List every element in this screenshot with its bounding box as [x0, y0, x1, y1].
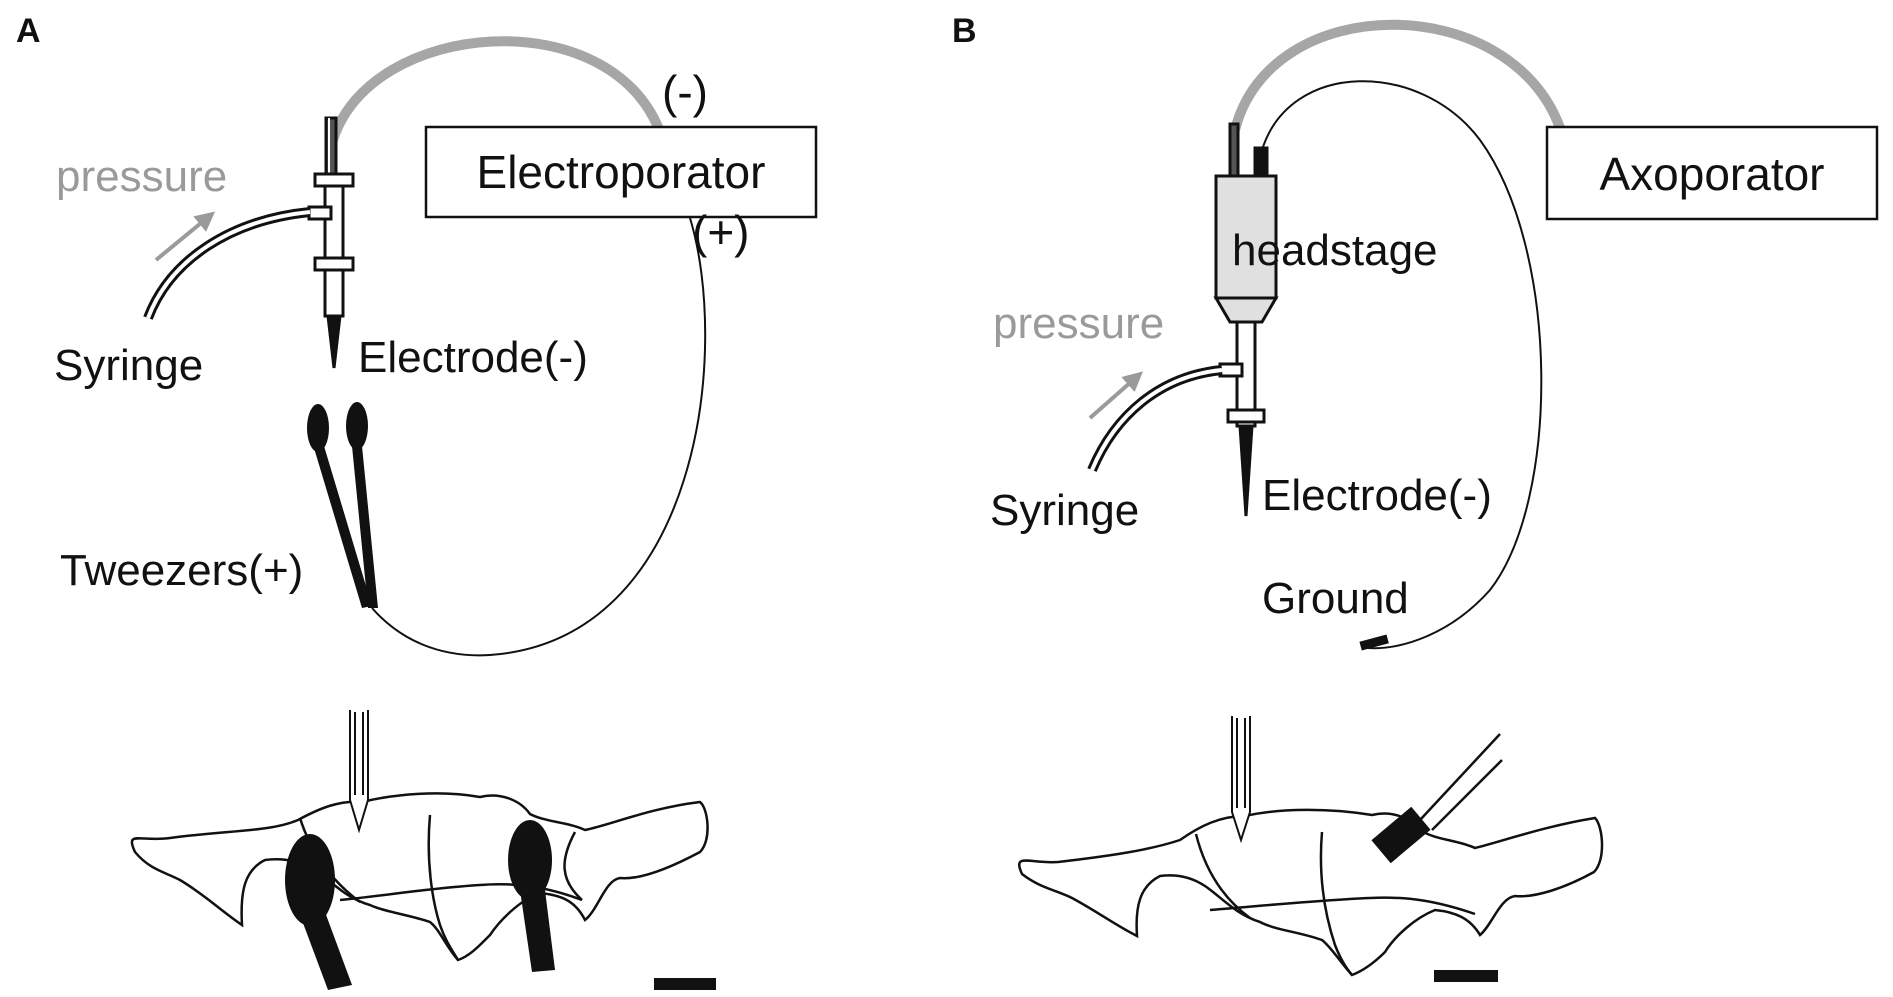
syringe-tubing-b	[1087, 365, 1223, 472]
tweezers-label: Tweezers(+)	[60, 546, 303, 595]
negative-polarity-label: (-)	[662, 66, 708, 118]
panel-a-letter: A	[16, 12, 41, 50]
ground-electrode-icon	[1359, 634, 1389, 651]
headstage-label: headstage	[1232, 226, 1438, 275]
ground-wire-on-section	[1371, 733, 1503, 864]
electroporator-box	[424, 125, 818, 219]
negative-cable	[328, 36, 665, 142]
panel-a: A Electroporator (-) (+) Electrode(-) pr…	[16, 12, 818, 990]
tweezers-icon	[307, 402, 378, 608]
pressure-label-b: pressure	[993, 299, 1164, 348]
positive-lead-wire	[371, 217, 707, 657]
electrode-label-b: Electrode(-)	[1262, 471, 1492, 520]
axoporator-box	[1545, 125, 1879, 221]
scale-bar-b	[1434, 970, 1498, 982]
pressure-label: pressure	[56, 152, 227, 201]
positive-polarity-label: (+)	[692, 206, 750, 258]
ground-wire	[1261, 80, 1543, 650]
headstage-cable	[1230, 19, 1565, 132]
pressure-arrow	[154, 211, 216, 262]
brain-section-b	[1018, 808, 1604, 977]
micropipette-tip-b	[1231, 716, 1251, 844]
pressure-arrow-b	[1088, 371, 1144, 420]
syringe-tubing	[143, 207, 311, 320]
electrode-label: Electrode(-)	[358, 333, 588, 382]
tweezer-tips-on-section	[285, 820, 555, 990]
brain-section-a	[130, 792, 709, 962]
syringe-label-b: Syringe	[990, 486, 1139, 535]
micropipette-tip-a	[349, 710, 369, 834]
panel-b-letter: B	[952, 12, 977, 50]
ground-label: Ground	[1262, 574, 1409, 623]
electroporator-label: Electroporator	[477, 146, 766, 198]
electrode-holder	[307, 116, 355, 369]
headstage-body	[1213, 122, 1279, 517]
axoporator-label: Axoporator	[1599, 148, 1824, 200]
scale-bar-a	[654, 978, 716, 990]
panel-b: B Axoporator headstage Electrode(-) pres…	[952, 12, 1879, 982]
syringe-label: Syringe	[54, 341, 203, 390]
